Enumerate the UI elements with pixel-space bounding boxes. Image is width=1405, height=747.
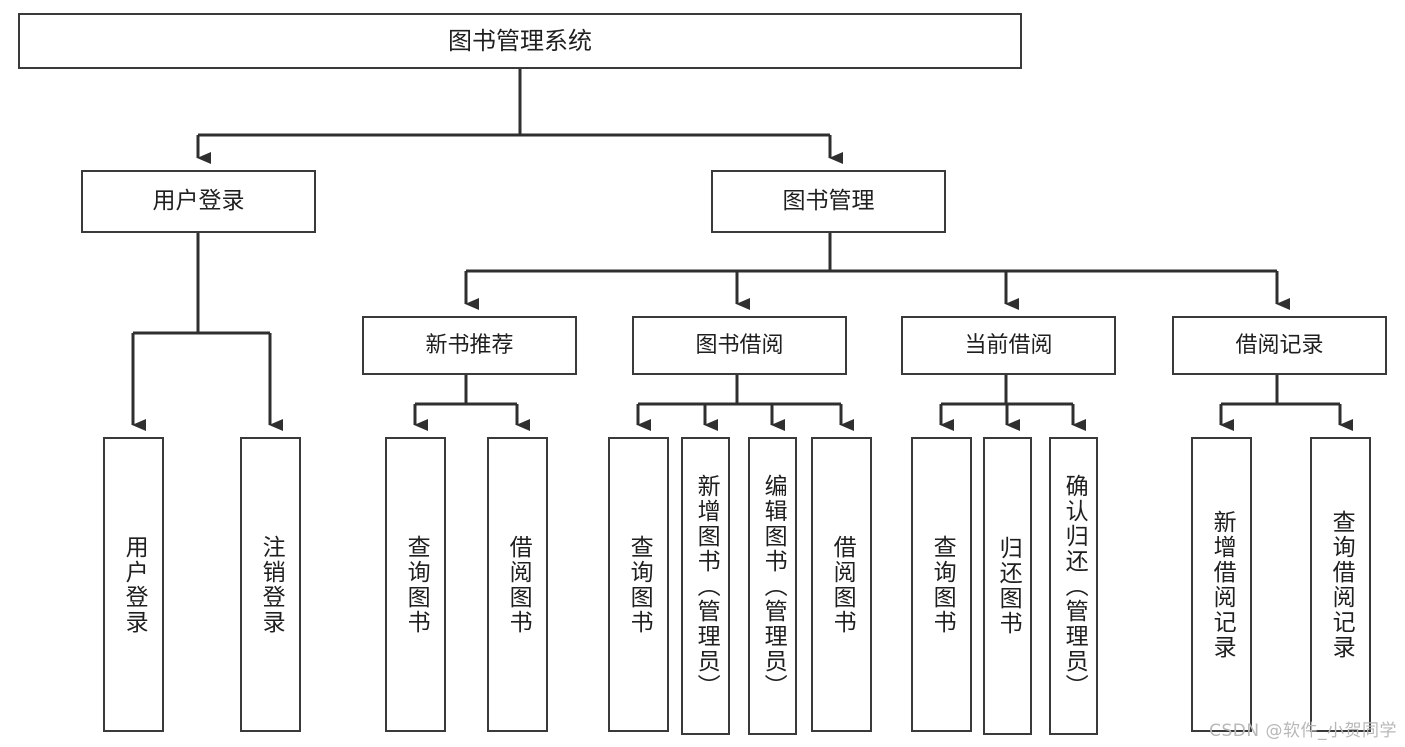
node-borrow-record[interactable]: 借阅记录 <box>1172 316 1387 375</box>
leaf-user-login-signin[interactable]: 用户登录 <box>103 437 164 732</box>
leaf-new-book-borrow-book-label: 借阅图书 <box>505 534 532 635</box>
node-user-login[interactable]: 用户登录 <box>81 170 316 233</box>
node-book-borrow[interactable]: 图书借阅 <box>632 316 847 375</box>
leaf-book-borrow-query-book-label: 查询图书 <box>626 534 653 635</box>
leaf-borrow-record-query-record[interactable]: 查询借阅记录 <box>1310 437 1371 732</box>
leaf-user-login-signin-label: 用户登录 <box>121 534 148 635</box>
node-new-book-recommend-label: 新书推荐 <box>425 332 514 358</box>
csdn-watermark: CSDN @软件_小贺同学 <box>1209 721 1397 741</box>
leaf-new-book-borrow-book[interactable]: 借阅图书 <box>487 437 548 732</box>
node-book-management-label: 图书管理 <box>782 187 875 214</box>
leaf-borrow-record-add-record-label: 新增借阅记录 <box>1209 509 1236 660</box>
leaf-current-borrow-query-book[interactable]: 查询图书 <box>911 437 972 732</box>
node-root-book-management-system[interactable]: 图书管理系统 <box>18 13 1022 69</box>
node-user-login-label: 用户登录 <box>152 187 245 214</box>
leaf-current-borrow-confirm-return-admin[interactable]: 确认归还（管理员） <box>1049 437 1098 735</box>
leaf-book-borrow-edit-book-admin[interactable]: 编辑图书（管理员） <box>748 437 797 735</box>
leaf-current-borrow-return-book-label: 归还图书 <box>995 536 1022 636</box>
leaf-book-borrow-borrow-book-label: 借阅图书 <box>829 534 856 635</box>
node-new-book-recommend[interactable]: 新书推荐 <box>362 316 577 375</box>
leaf-book-borrow-add-book-admin-label: 新增图书（管理员） <box>693 473 720 699</box>
leaf-borrow-record-add-record[interactable]: 新增借阅记录 <box>1191 437 1252 732</box>
leaf-new-book-query-book-label: 查询图书 <box>403 534 430 635</box>
leaf-book-borrow-add-book-admin[interactable]: 新增图书（管理员） <box>681 437 730 735</box>
leaf-book-borrow-edit-book-admin-label: 编辑图书（管理员） <box>760 473 787 699</box>
leaf-new-book-query-book[interactable]: 查询图书 <box>385 437 446 732</box>
node-borrow-record-label: 借阅记录 <box>1235 332 1324 358</box>
leaf-current-borrow-query-book-label: 查询图书 <box>929 534 956 635</box>
leaf-user-login-signout[interactable]: 注销登录 <box>240 437 301 732</box>
leaf-book-borrow-borrow-book[interactable]: 借阅图书 <box>811 437 872 732</box>
node-root-label: 图书管理系统 <box>448 26 592 55</box>
node-book-management[interactable]: 图书管理 <box>711 170 946 233</box>
leaf-book-borrow-query-book[interactable]: 查询图书 <box>608 437 669 732</box>
leaf-borrow-record-query-record-label: 查询借阅记录 <box>1328 509 1355 660</box>
leaf-current-borrow-confirm-return-admin-label: 确认归还（管理员） <box>1061 473 1088 699</box>
node-current-borrow-label: 当前借阅 <box>964 332 1053 358</box>
leaf-user-login-signout-label: 注销登录 <box>258 534 285 635</box>
node-book-borrow-label: 图书借阅 <box>695 332 784 358</box>
leaf-current-borrow-return-book[interactable]: 归还图书 <box>983 437 1032 735</box>
node-current-borrow[interactable]: 当前借阅 <box>901 316 1116 375</box>
